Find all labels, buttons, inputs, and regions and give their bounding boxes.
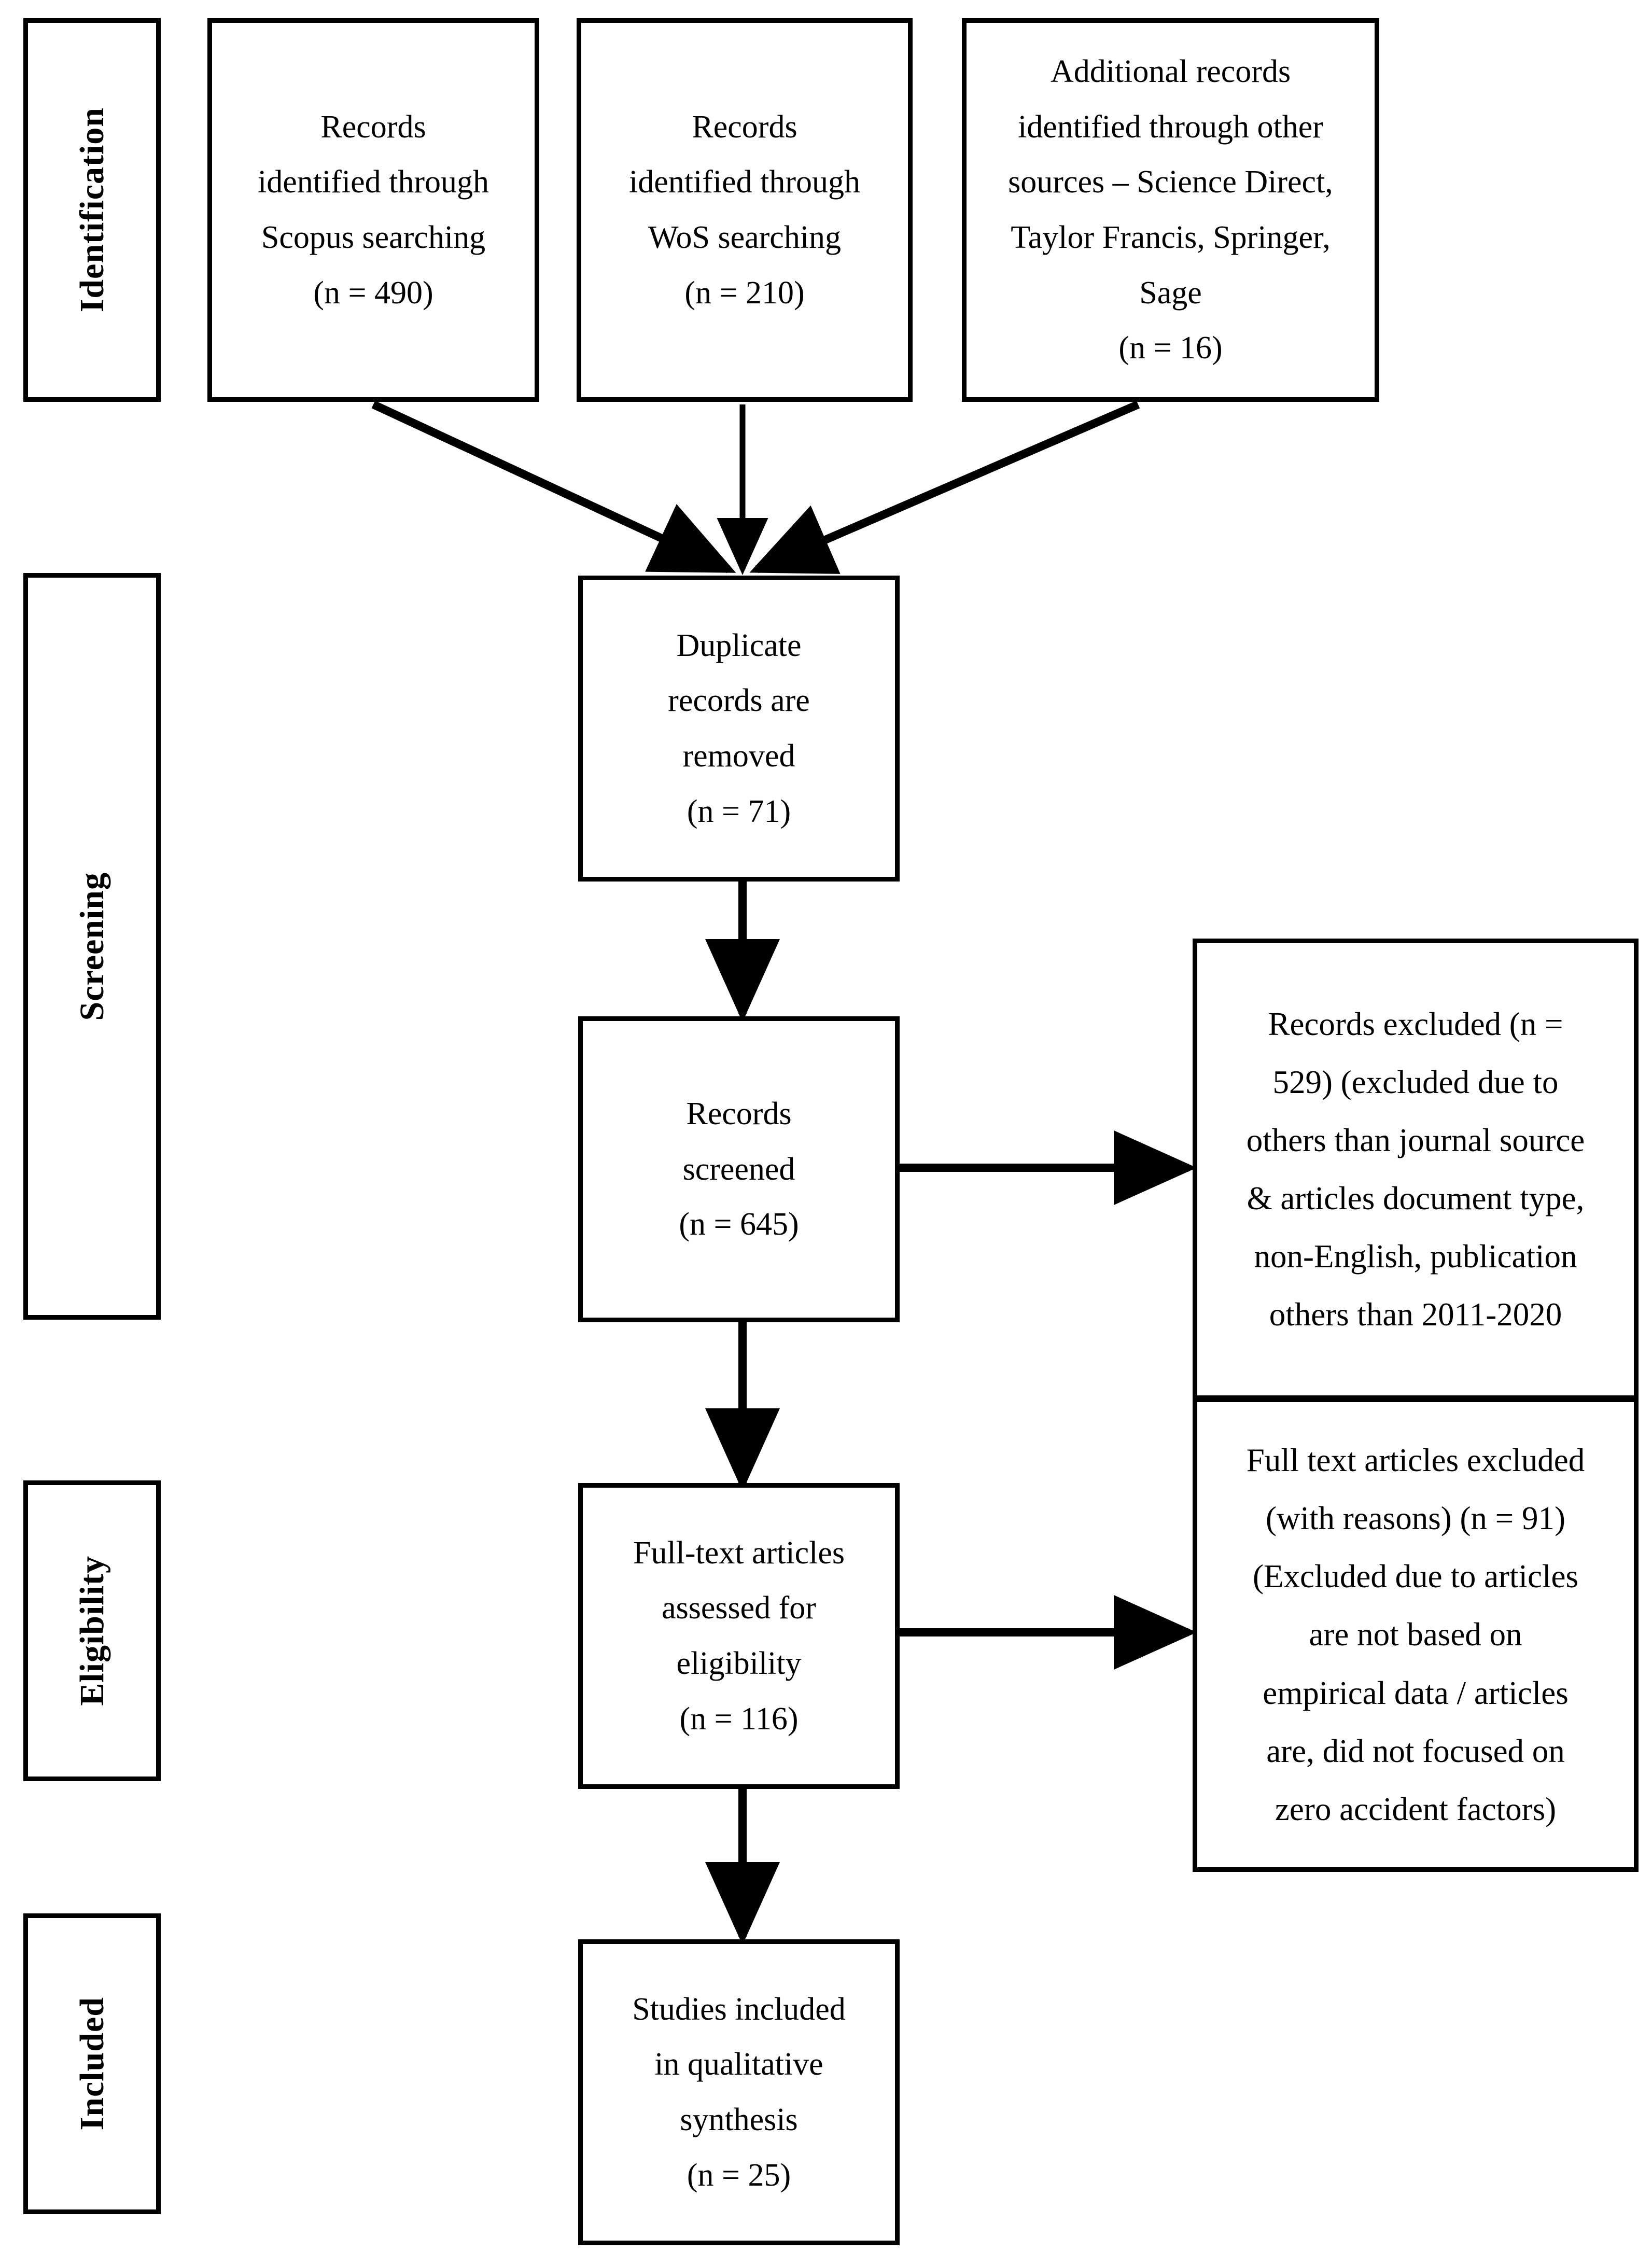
box-records-screened-text: Records screened (n = 645) (679, 1096, 799, 1242)
stage-label-eligibility-text: Eligibility (73, 1556, 111, 1706)
arrow-other-sources-to-duplicates (749, 400, 1140, 574)
box-records-screened: Records screened (n = 645) (578, 1016, 900, 1322)
stage-label-included: Included (23, 1913, 161, 2214)
box-fulltext-assessed-text: Full-text articles assessed for eligibil… (633, 1535, 845, 1737)
box-fulltext-excluded-text: Full text articles excluded (with reason… (1246, 1442, 1585, 1827)
stage-label-screening-text: Screening (73, 872, 111, 1021)
box-duplicates-removed-text: Duplicate records are removed (n = 71) (668, 627, 810, 829)
box-records-other-sources-text: Additional records identified through ot… (1008, 54, 1333, 366)
box-studies-included: Studies included in qualitative synthesi… (578, 1939, 900, 2245)
box-records-scopus-text: Records identified through Scopus search… (258, 109, 489, 311)
box-records-excluded-text: Records excluded (n = 529) (excluded due… (1246, 1005, 1585, 1333)
arrow-scopus-to-duplicates (371, 400, 736, 574)
box-records-wos: Records identified through WoS searching… (577, 18, 913, 402)
box-studies-included-text: Studies included in qualitative synthesi… (632, 1991, 846, 2193)
stage-label-included-text: Included (73, 1997, 111, 2131)
box-duplicates-removed: Duplicate records are removed (n = 71) (578, 576, 900, 882)
box-records-scopus: Records identified through Scopus search… (207, 18, 539, 402)
box-fulltext-assessed: Full-text articles assessed for eligibil… (578, 1483, 900, 1789)
stage-label-eligibility: Eligibility (23, 1480, 161, 1781)
box-fulltext-excluded: Full text articles excluded (with reason… (1193, 1397, 1639, 1872)
stage-label-identification-text: Identification (73, 107, 111, 313)
box-records-excluded: Records excluded (n = 529) (excluded due… (1193, 939, 1639, 1400)
stage-label-identification: Identification (23, 18, 161, 402)
box-records-wos-text: Records identified through WoS searching… (629, 109, 860, 311)
box-records-other-sources: Additional records identified through ot… (962, 18, 1379, 402)
stage-label-screening: Screening (23, 573, 161, 1320)
